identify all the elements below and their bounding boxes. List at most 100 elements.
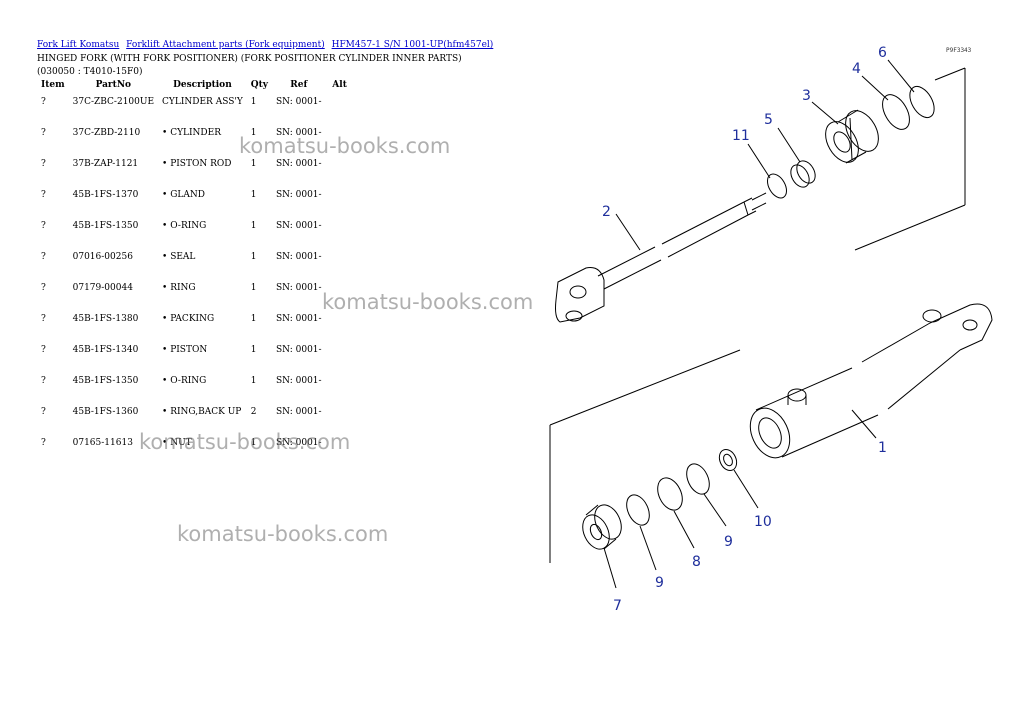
breadcrumb: Fork Lift Komatsu Forklift Attachment pa… xyxy=(37,40,497,50)
callout-label: 1 xyxy=(878,440,887,456)
breadcrumb-link-attachment-parts[interactable]: Forklift Attachment parts (Fork equipmen… xyxy=(126,40,325,50)
row-ref: SN: 0001- xyxy=(276,97,322,107)
o-ring-part-8 xyxy=(657,477,683,511)
callout-label: 9 xyxy=(724,534,733,550)
row-ref: SN: 0001- xyxy=(276,283,322,293)
row-qty: 1 xyxy=(250,159,257,169)
row-partno: 07016-00256 xyxy=(72,252,133,262)
ring-part-11 xyxy=(767,173,787,199)
row-description: • PISTON xyxy=(162,345,208,355)
row-partno: 45B-1FS-1350 xyxy=(72,221,139,231)
breadcrumb-link-fork-lift[interactable]: Fork Lift Komatsu xyxy=(37,40,120,50)
row-alt xyxy=(326,433,354,458)
row-ref: SN: 0001- xyxy=(276,190,322,200)
row-ref: SN: 0001- xyxy=(276,376,322,386)
callout-label: 4 xyxy=(852,61,861,77)
header-qty: Qty xyxy=(250,80,269,90)
row-qty: 1 xyxy=(250,97,257,107)
cylinder-part-1 xyxy=(749,303,993,459)
row-item: ? xyxy=(41,252,46,262)
backup-ring-part-9 xyxy=(626,494,650,526)
row-ref: SN: 0001- xyxy=(276,221,322,231)
row-description: • CYLINDER xyxy=(162,128,221,138)
row-qty: 1 xyxy=(250,314,257,324)
callout-label: 3 xyxy=(802,88,811,104)
row-item: ? xyxy=(41,283,46,293)
row-qty: 1 xyxy=(250,190,257,200)
row-description: • PACKING xyxy=(162,314,215,324)
figure-code: P9F3343 xyxy=(946,47,972,54)
row-alt xyxy=(326,247,354,278)
row-description: • RING,BACK UP xyxy=(162,407,242,417)
row-description: • RING xyxy=(162,283,196,293)
parts-table: Item PartNo Description Qty Ref Alt ?37C… xyxy=(37,78,354,458)
row-qty: 2 xyxy=(250,407,257,417)
table-row: ? 45B-1FS-1350 • O-RING 1 SN: 0001- xyxy=(37,371,354,402)
row-qty: 1 xyxy=(250,345,257,355)
o-ring-part-6 xyxy=(909,85,935,119)
watermark: komatsu-books.com xyxy=(322,290,534,314)
page-title: HINGED FORK (WITH FORK POSITIONER) (FORK… xyxy=(37,54,462,77)
header-ref: Ref xyxy=(290,80,308,90)
row-qty: 1 xyxy=(250,438,257,448)
row-description: CYLINDER ASS'Y xyxy=(162,97,243,107)
callout-label: 8 xyxy=(692,554,701,570)
row-description: • PISTON ROD xyxy=(162,159,232,169)
row-partno: 45B-1FS-1360 xyxy=(72,407,139,417)
nut-part-10 xyxy=(718,448,738,472)
table-row: ? 07165-11613 • NUT 1 SN: 0001- xyxy=(37,433,354,458)
table-row: ? 07179-00044 • RING 1 SN: 0001- xyxy=(37,278,354,309)
gland-part-3 xyxy=(825,109,879,164)
backup-ring-part-9 xyxy=(686,463,710,495)
row-ref: SN: 0001- xyxy=(276,159,322,169)
row-qty: 1 xyxy=(250,376,257,386)
row-description: • NUT xyxy=(162,438,192,448)
callout-label: 10 xyxy=(754,514,772,530)
row-alt xyxy=(326,278,354,309)
row-partno: 37B-ZAP-1121 xyxy=(72,159,139,169)
callout-label: 6 xyxy=(878,45,887,61)
row-alt xyxy=(326,123,354,154)
callout-label: 5 xyxy=(764,112,773,128)
callout-label: 2 xyxy=(602,204,611,220)
row-alt xyxy=(326,340,354,371)
header-description: Description xyxy=(173,80,232,90)
row-qty: 1 xyxy=(250,252,257,262)
row-item: ? xyxy=(41,97,46,107)
breadcrumb-link-model[interactable]: HFM457-1 S/N 1001-UP(hfm457el) xyxy=(331,40,494,50)
row-alt xyxy=(326,309,354,340)
row-qty: 1 xyxy=(250,283,257,293)
row-partno: 07165-11613 xyxy=(72,438,133,448)
header-partno: PartNo xyxy=(95,80,132,90)
row-alt xyxy=(326,92,354,123)
seal-part-5 xyxy=(790,160,816,188)
row-item: ? xyxy=(41,407,46,417)
table-row: ? 37B-ZAP-1121 • PISTON ROD 1 SN: 0001- xyxy=(37,154,354,185)
row-partno: 45B-1FS-1370 xyxy=(72,190,139,200)
row-qty: 1 xyxy=(250,221,257,231)
row-alt xyxy=(326,185,354,216)
row-item: ? xyxy=(41,221,46,231)
row-description: • O-RING xyxy=(162,376,207,386)
row-item: ? xyxy=(41,376,46,386)
row-item: ? xyxy=(41,159,46,169)
row-item: ? xyxy=(41,314,46,324)
row-alt xyxy=(326,371,354,402)
row-alt xyxy=(326,402,354,433)
row-ref: SN: 0001- xyxy=(276,438,322,448)
table-header-row: Item PartNo Description Qty Ref Alt xyxy=(37,78,354,92)
row-item: ? xyxy=(41,438,46,448)
row-partno: 45B-1FS-1340 xyxy=(72,345,139,355)
row-description: • SEAL xyxy=(162,252,196,262)
row-partno: 45B-1FS-1350 xyxy=(72,376,139,386)
row-partno: 07179-00044 xyxy=(72,283,133,293)
row-ref: SN: 0001- xyxy=(276,345,322,355)
row-ref: SN: 0001- xyxy=(276,128,322,138)
row-item: ? xyxy=(41,128,46,138)
